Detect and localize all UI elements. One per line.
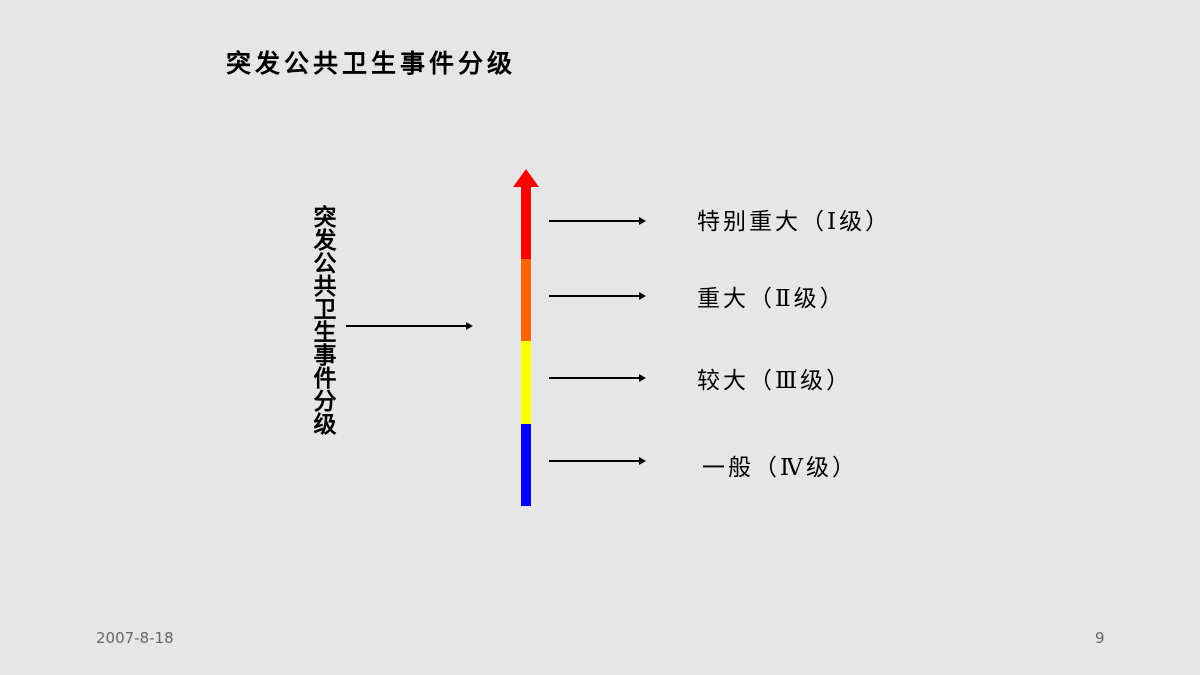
vertical-category-label: 突发公共卫生事件分级 [309,205,336,435]
severity-arrowhead [513,169,539,187]
level-3-label: 较大（Ⅲ级） [697,368,853,394]
footer-date: 2007-8-18 [96,629,174,647]
page-number: 9 [1095,629,1105,647]
level-4-arrow [549,457,646,465]
category-arrow [346,322,473,330]
level-3-arrow [549,374,646,382]
level-2-arrow [549,292,646,300]
slide-title: 突发公共卫生事件分级 [226,49,517,78]
severity-segment-red [521,186,531,259]
severity-segment-orange [521,259,531,341]
severity-segment-yellow [521,341,531,424]
level-2-label: 重大（Ⅱ级） [697,286,846,312]
level-1-label: 特别重大（Ⅰ级） [697,209,892,235]
level-4-label: 一般（Ⅳ级） [702,455,858,481]
level-1-arrow [549,217,646,225]
severity-segment-blue [521,424,531,506]
